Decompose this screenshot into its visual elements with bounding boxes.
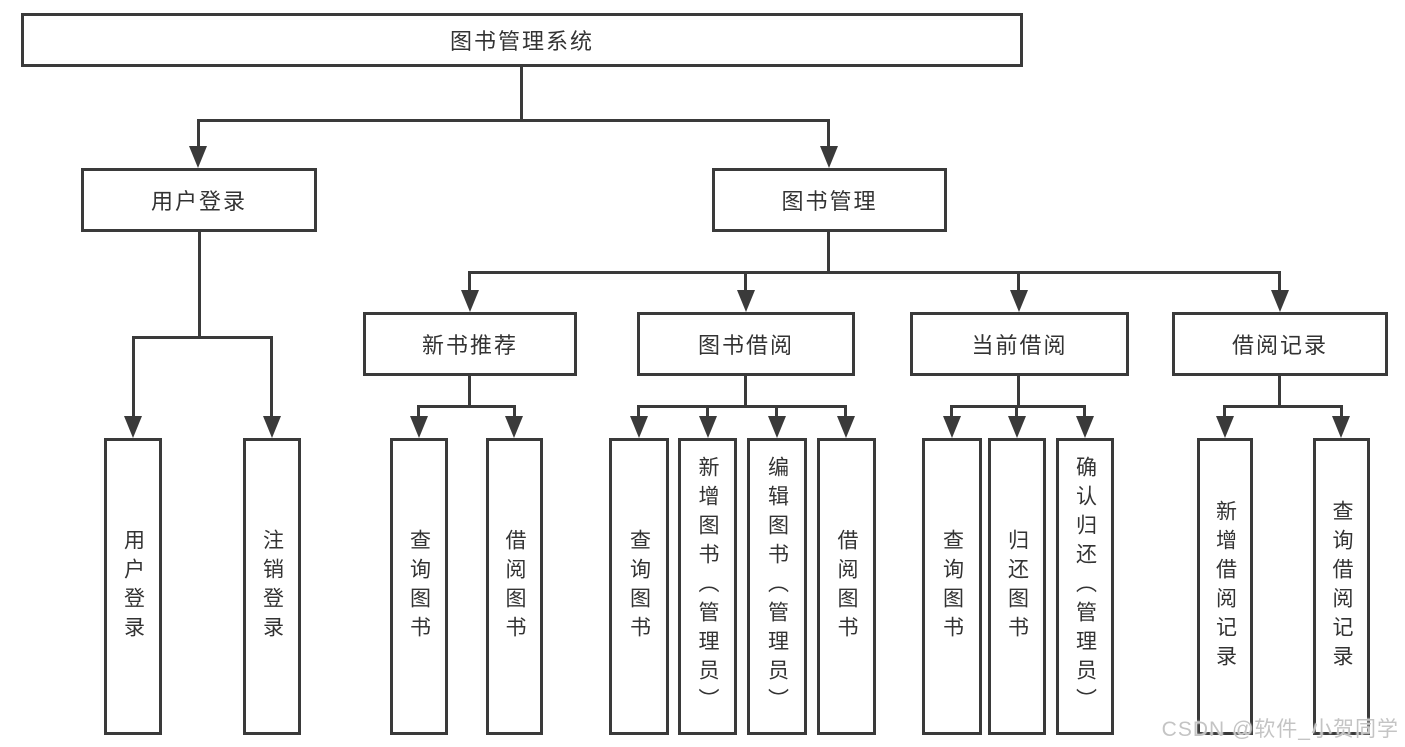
leaf-add-borrow-record: 新增借阅记录	[1197, 438, 1253, 735]
node-root-label: 图书管理系统	[449, 29, 594, 54]
leaf-query-books-newrec: 查询图书	[390, 438, 448, 735]
leaf-borrow-books-newrec-label: 借阅图书	[503, 528, 526, 645]
node-user-login: 用户登录	[81, 168, 317, 232]
node-borrow-records-label: 借阅记录	[1231, 333, 1328, 358]
connector-arrow-down	[1271, 290, 1289, 312]
connector-vline	[513, 405, 516, 418]
leaf-borrow-books-newrec: 借阅图书	[486, 438, 543, 735]
leaf-query-books-current: 查询图书	[922, 438, 982, 735]
connector-arrow-down	[1010, 290, 1028, 312]
connector-vline	[1278, 271, 1281, 293]
leaf-logout-label: 注销登录	[260, 528, 284, 645]
leaf-add-books-admin-label: 新增图书（管理员）	[696, 456, 719, 717]
connector-vline	[827, 119, 830, 148]
connector-vline	[775, 405, 778, 418]
connector-hline	[950, 405, 1086, 408]
node-borrow-records: 借阅记录	[1172, 312, 1388, 376]
node-book-borrow-label: 图书借阅	[697, 333, 794, 358]
connector-arrow-down	[263, 416, 281, 438]
connector-vline	[1017, 376, 1020, 406]
leaf-confirm-return-admin: 确认归还（管理员）	[1056, 438, 1114, 735]
connector-arrow-down	[737, 290, 755, 312]
connector-vline	[468, 271, 471, 293]
node-root: 图书管理系统	[21, 13, 1023, 67]
connector-vline	[132, 336, 135, 417]
connector-vline	[197, 119, 200, 148]
node-user-login-label: 用户登录	[150, 189, 247, 214]
connector-vline	[827, 232, 830, 271]
leaf-query-books-current-label: 查询图书	[940, 528, 964, 645]
connector-arrow-down	[1332, 416, 1350, 438]
connector-arrow-down	[630, 416, 648, 438]
leaf-query-borrow-record-label: 查询借阅记录	[1330, 499, 1353, 674]
connector-arrow-down	[1076, 416, 1094, 438]
leaf-logout: 注销登录	[243, 438, 301, 735]
connector-arrow-down	[1216, 416, 1234, 438]
leaf-return-books: 归还图书	[988, 438, 1046, 735]
connector-vline	[1340, 405, 1343, 418]
connector-vline	[1278, 376, 1281, 406]
connector-vline	[198, 232, 201, 336]
connector-arrow-down	[699, 416, 717, 438]
leaf-return-books-label: 归还图书	[1005, 528, 1029, 645]
connector-arrow-down	[1008, 416, 1026, 438]
connector-vline	[1223, 405, 1226, 418]
connector-arrow-down	[943, 416, 961, 438]
connector-hline	[417, 405, 516, 408]
connector-arrow-down	[189, 146, 207, 168]
leaf-borrow-books: 借阅图书	[817, 438, 876, 735]
connector-vline	[1015, 405, 1018, 418]
node-book-management-label: 图书管理	[781, 189, 878, 214]
connector-hline	[468, 271, 1281, 274]
connector-arrow-down	[410, 416, 428, 438]
leaf-query-books-borrow: 查询图书	[609, 438, 669, 735]
node-current-borrow-label: 当前借阅	[971, 333, 1068, 358]
leaf-add-borrow-record-label: 新增借阅记录	[1213, 499, 1237, 674]
connector-arrow-down	[768, 416, 786, 438]
leaf-edit-books-admin: 编辑图书（管理员）	[747, 438, 807, 735]
leaf-edit-books-admin-label: 编辑图书（管理员）	[765, 456, 789, 717]
connector-arrow-down	[124, 416, 142, 438]
connector-vline	[1017, 271, 1020, 293]
connector-vline	[637, 405, 640, 418]
connector-vline	[520, 67, 523, 119]
node-book-borrow: 图书借阅	[637, 312, 855, 376]
leaf-borrow-books-label: 借阅图书	[835, 528, 858, 645]
connector-vline	[1083, 405, 1086, 418]
leaf-add-books-admin: 新增图书（管理员）	[678, 438, 737, 735]
connector-vline	[706, 405, 709, 418]
connector-arrow-down	[820, 146, 838, 168]
leaf-user-login: 用户登录	[104, 438, 162, 735]
connector-vline	[844, 405, 847, 418]
connector-vline	[744, 376, 747, 406]
connector-arrow-down	[837, 416, 855, 438]
node-new-book-recommend: 新书推荐	[363, 312, 577, 376]
connector-vline	[468, 376, 471, 406]
connector-vline	[270, 336, 273, 417]
connector-arrow-down	[461, 290, 479, 312]
leaf-confirm-return-admin-label: 确认归还（管理员）	[1073, 456, 1097, 717]
node-new-book-recommend-label: 新书推荐	[421, 333, 518, 358]
node-current-borrow: 当前借阅	[910, 312, 1129, 376]
leaf-user-login-label: 用户登录	[121, 528, 145, 645]
leaf-query-books-borrow-label: 查询图书	[627, 528, 651, 645]
connector-hline	[197, 119, 830, 122]
watermark: CSDN @软件_小贺同学	[1161, 718, 1399, 741]
connector-hline	[637, 405, 847, 408]
connector-hline	[1223, 405, 1343, 408]
connector-arrow-down	[505, 416, 523, 438]
leaf-query-books-newrec-label: 查询图书	[407, 528, 431, 645]
leaf-query-borrow-record: 查询借阅记录	[1313, 438, 1370, 735]
node-book-management: 图书管理	[712, 168, 947, 232]
connector-vline	[744, 271, 747, 293]
connector-hline	[132, 336, 273, 339]
connector-vline	[950, 405, 953, 418]
connector-vline	[417, 405, 420, 418]
